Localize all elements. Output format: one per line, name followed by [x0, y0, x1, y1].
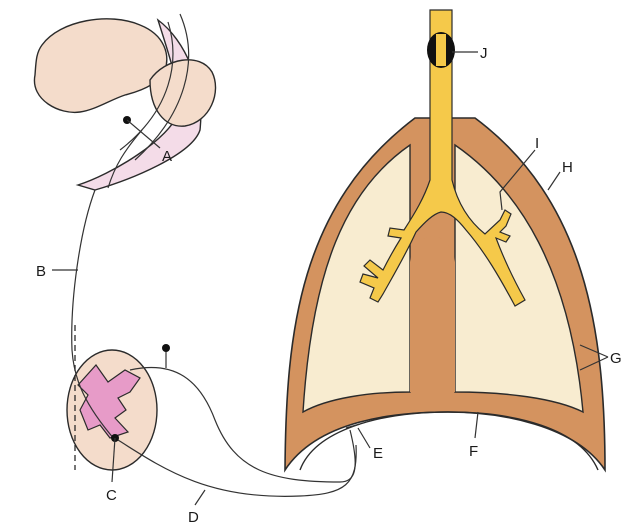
label-e: E [373, 445, 383, 462]
label-a: A [162, 148, 172, 165]
larynx-lumen [436, 34, 446, 66]
leader-h [548, 172, 560, 190]
leader-f [475, 412, 478, 438]
spinal-cord [67, 325, 157, 470]
label-d: D [188, 509, 199, 526]
cerebrum [34, 19, 166, 113]
label-h: H [562, 159, 573, 176]
leader-e [358, 428, 370, 448]
brain [34, 14, 215, 190]
label-f: F [469, 443, 478, 460]
leader-a [127, 120, 160, 148]
leader-d [195, 490, 205, 505]
cerebellum [150, 60, 216, 126]
label-i: I [535, 135, 539, 152]
label-j: J [480, 45, 488, 62]
label-g: G [610, 350, 622, 367]
dorsal-root-ganglion [162, 344, 170, 352]
label-b: B [36, 263, 46, 280]
efferent-nerve-d [118, 440, 356, 496]
label-c: C [106, 487, 117, 504]
mediastinum [410, 237, 455, 393]
